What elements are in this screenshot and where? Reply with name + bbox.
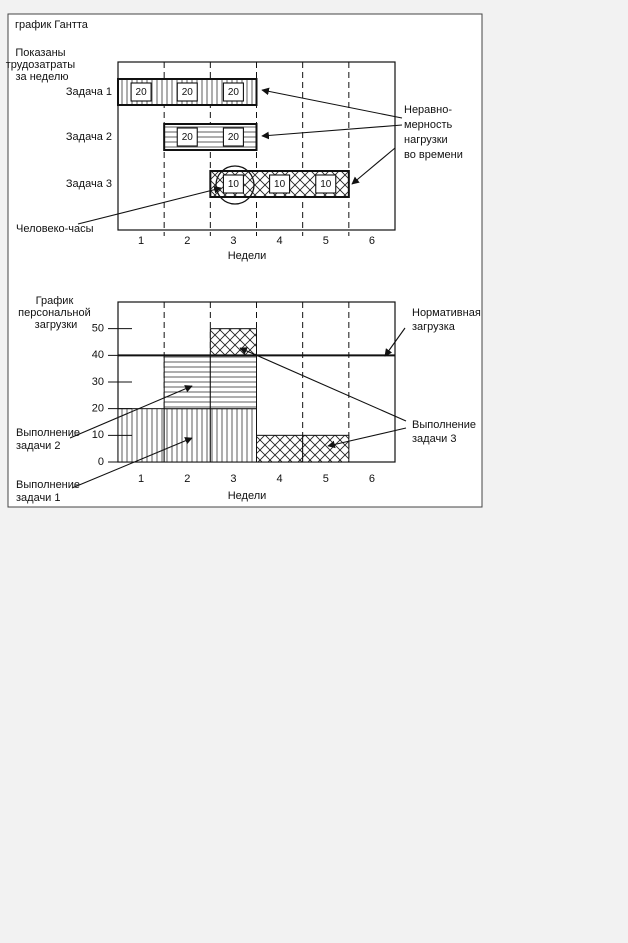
- gantt-task-label: Задача 2: [66, 131, 112, 143]
- gantt-value-box: [222, 82, 244, 102]
- annotation-line: нагрузки: [404, 134, 448, 146]
- gantt-task-label: Задача 1: [66, 86, 112, 98]
- load-x-tick-label: 4: [277, 473, 283, 485]
- annotation-line: мерность: [404, 119, 453, 131]
- gantt-value-box: [222, 127, 244, 147]
- gantt-value-label: 20: [182, 132, 194, 143]
- gantt-chart: график Гантта Показаны трудозатраты за н…: [6, 19, 463, 262]
- task1-arrow: [71, 437, 193, 489]
- load-x-axis-label: Недели: [228, 490, 267, 502]
- load-y-ticks: 0 10 20 30 40 50: [92, 323, 132, 468]
- gantt-value-label: 10: [274, 179, 286, 190]
- load-bar-segment: [209, 354, 257, 410]
- person-hours-arrow: [77, 185, 222, 225]
- load-y-tick-label: 10: [92, 429, 104, 441]
- task1-annotation: Выполнение задачи 1: [16, 479, 83, 504]
- gantt-subtitle-line: Показаны: [15, 47, 65, 59]
- load-y-tick-label: 30: [92, 376, 104, 388]
- annotation-line: во времени: [404, 149, 463, 161]
- normative-annotation: Нормативная загрузка: [412, 307, 484, 333]
- gantt-grid: [163, 62, 350, 236]
- gantt-subtitle-line: трудозатраты: [6, 59, 76, 71]
- load-bars: [117, 328, 350, 463]
- gantt-title: график Гантта: [15, 19, 89, 31]
- load-x-ticks: 1 2 3 4 5 6: [138, 473, 375, 485]
- gantt-value-label: 10: [320, 179, 332, 190]
- annotation-line: Выполнение: [16, 479, 80, 491]
- load-bar-segment: [209, 408, 257, 463]
- gantt-x-axis-label: Недели: [228, 250, 267, 262]
- gantt-x-tick-label: 1: [138, 235, 144, 247]
- gantt-x-tick-label: 4: [277, 235, 283, 247]
- unevenness-annotation: Неравно- мерность нагрузки во времени: [404, 104, 463, 161]
- load-x-tick-label: 3: [230, 473, 236, 485]
- gantt-value-label: 20: [182, 87, 194, 98]
- unevenness-arrow: [261, 87, 403, 119]
- load-bar-segment: [163, 354, 211, 410]
- load-title-line: загрузки: [35, 319, 78, 331]
- annotation-line: Нормативная: [412, 307, 481, 319]
- annotation-line: задачи 2: [16, 440, 61, 452]
- gantt-x-ticks: 1 2 3 4 5 6: [138, 235, 375, 247]
- annotation-line: Выполнение: [412, 419, 476, 431]
- gantt-value-box: [176, 127, 198, 147]
- gantt-value-box: [315, 174, 337, 194]
- load-title-line: График: [36, 295, 74, 307]
- person-hours-annotation: Человеко-часы: [16, 223, 94, 235]
- load-title-line: персональной: [18, 307, 91, 319]
- load-x-tick-label: 1: [138, 473, 144, 485]
- person-hours-highlight-circle: [215, 165, 255, 205]
- annotation-line: Выполнение: [16, 427, 80, 439]
- load-x-tick-label: 5: [323, 473, 329, 485]
- task3-arrow: [327, 427, 407, 449]
- load-y-tick-label: 50: [92, 323, 104, 335]
- gantt-subtitle: Показаны трудозатраты за неделю: [6, 47, 79, 83]
- load-y-tick-label: 40: [92, 349, 104, 361]
- load-x-tick-label: 2: [184, 473, 190, 485]
- annotation-line: задачи 1: [16, 492, 61, 504]
- gantt-x-tick-label: 6: [369, 235, 375, 247]
- gantt-x-tick-label: 5: [323, 235, 329, 247]
- gantt-value-box: [176, 82, 198, 102]
- gantt-task-labels: Задача 1 Задача 2 Задача 3: [66, 86, 112, 190]
- load-bar-segment: [163, 408, 211, 463]
- gantt-value-box: [222, 174, 244, 194]
- gantt-value-box: [269, 174, 291, 194]
- normative-arrow: [384, 327, 406, 357]
- gantt-value-label: 20: [136, 87, 148, 98]
- gantt-x-tick-label: 2: [184, 235, 190, 247]
- gantt-subtitle-line: за неделю: [15, 71, 68, 83]
- load-bar-segment: [209, 328, 257, 356]
- unevenness-arrow: [261, 124, 403, 140]
- load-chart: График персональной загрузки 01020304050…: [16, 295, 484, 504]
- annotation-line: Неравно-: [404, 104, 452, 116]
- task3-annotation: Выполнение задачи 3: [412, 419, 479, 445]
- task3-arrow: [239, 347, 407, 422]
- unevenness-arrow: [351, 147, 396, 185]
- gantt-value-label: 20: [228, 132, 240, 143]
- task2-annotation: Выполнение задачи 2: [16, 427, 83, 452]
- gantt-bars: 20 20 20 20 20 10 10 10: [117, 78, 350, 198]
- gantt-task-label: Задача 3: [66, 178, 112, 190]
- gantt-value-label: 20: [228, 87, 240, 98]
- load-x-tick-label: 6: [369, 473, 375, 485]
- load-bar-segment: [256, 434, 304, 463]
- annotation-line: загрузка: [412, 321, 456, 333]
- annotation-line: задачи 3: [412, 433, 457, 445]
- gantt-value-box: [130, 82, 152, 102]
- gantt-x-tick-label: 3: [230, 235, 236, 247]
- task2-arrow: [69, 385, 193, 439]
- load-y-tick-label: 0: [98, 456, 104, 468]
- load-y-tick-label: 20: [92, 403, 104, 415]
- load-bar-segment: [302, 434, 350, 463]
- load-title: График персональной загрузки: [18, 295, 94, 331]
- gantt-value-label: 10: [228, 179, 240, 190]
